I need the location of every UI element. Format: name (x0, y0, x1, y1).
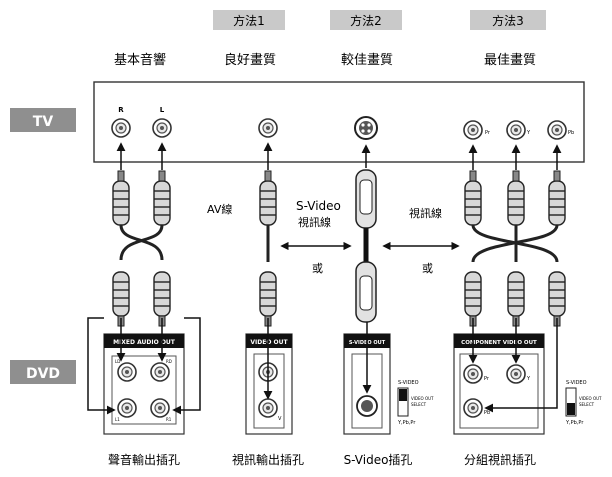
dvd-video-panel: VIDEO OUT V (245, 333, 293, 435)
svg-text:Y: Y (526, 130, 531, 136)
svg-text:MIXED AUDIO OUT: MIXED AUDIO OUT (113, 339, 176, 346)
svg-text:VIDEO OUT: VIDEO OUT (411, 396, 434, 401)
svg-text:Y,Pb,Pr: Y,Pb,Pr (565, 420, 584, 426)
svg-text:SELECT: SELECT (411, 402, 427, 407)
svg-text:COMPONENT VIDEO OUT: COMPONENT VIDEO OUT (461, 340, 537, 346)
audio-cable (112, 170, 171, 327)
svg-text:Pb: Pb (484, 410, 490, 416)
tv-jack-video (258, 118, 278, 138)
tv-jack-r: R (111, 106, 131, 138)
tv-jack-l: L (152, 106, 172, 138)
bottom-label-audio: 聲音輸出插孔 (108, 452, 180, 467)
method-tag-3: 方法3 (470, 10, 546, 30)
or-label-2: 或 (422, 262, 433, 275)
svg-text:TV: TV (33, 114, 54, 130)
basic-audio-label: 基本音響 (114, 52, 166, 68)
dvd-audio-panel: MIXED AUDIO OUT LD RD L1 R1 (103, 333, 185, 435)
component-arrows (468, 318, 558, 413)
svg-text:VIDEO OUT: VIDEO OUT (579, 396, 602, 401)
svg-text:L: L (160, 106, 165, 114)
svg-text:S-VIDEO: S-VIDEO (566, 380, 587, 386)
bottom-label-component: 分組視訊插孔 (464, 452, 536, 467)
svg-text:SELECT: SELECT (579, 402, 595, 407)
svg-text:DVD: DVD (26, 366, 60, 382)
svideo-switch: S-VIDEO VIDEO OUT SELECT Y,Pb,Pr (397, 380, 434, 426)
quality-label-2: 較佳畫質 (341, 53, 393, 68)
svg-text:Pr: Pr (484, 376, 490, 382)
av-cable (259, 170, 277, 327)
dvd-label: DVD (10, 360, 76, 384)
svg-text:LD: LD (115, 359, 120, 364)
tv-jack-svideo (354, 116, 378, 140)
quality-label-1: 良好畫質 (224, 52, 276, 68)
svideo-cable-label-2: 視訊線 (298, 215, 331, 229)
tv-jack-pr: Pr (463, 120, 491, 140)
svg-text:R: R (118, 106, 124, 114)
svideo-cable-label-1: S-Video (296, 199, 341, 213)
method-tag-1: 方法1 (213, 10, 285, 30)
svg-text:方法3: 方法3 (492, 13, 524, 28)
dvd-component-panel: COMPONENT VIDEO OUT Pr Y Pb (453, 333, 545, 435)
svg-text:VIDEO OUT: VIDEO OUT (250, 339, 288, 346)
tv-jack-y: Y (506, 120, 531, 140)
svg-text:Pb: Pb (568, 130, 574, 136)
av-cable-label: AV線 (207, 202, 232, 216)
audio-arrows (87, 317, 201, 415)
svideo-cable (355, 169, 377, 323)
svg-text:方法1: 方法1 (233, 13, 265, 28)
tv-panel (93, 81, 585, 163)
or-label-1: 或 (312, 262, 323, 275)
svg-text:Y: Y (526, 376, 531, 382)
svg-text:方法2: 方法2 (350, 13, 382, 28)
tv-label: TV (10, 108, 76, 132)
svg-text:Y,Pb,Pr: Y,Pb,Pr (397, 420, 416, 426)
component-cable (464, 170, 566, 327)
component-switch: S-VIDEO VIDEO OUT SELECT Y,Pb,Pr (565, 380, 602, 426)
bottom-label-svideo: S-Video插孔 (344, 453, 413, 467)
svg-text:RD: RD (166, 359, 172, 364)
quality-label-3: 最佳畫質 (484, 53, 536, 68)
method-tag-2: 方法2 (330, 10, 402, 30)
svg-text:S-VIDEO: S-VIDEO (398, 380, 419, 386)
bottom-label-video: 視訊輸出插孔 (232, 452, 304, 467)
tv-arrows (116, 142, 562, 170)
svg-text:V: V (278, 416, 282, 422)
video-cable-label: 視訊線 (409, 206, 442, 220)
svg-text:Pr: Pr (485, 130, 491, 136)
svg-text:L1: L1 (115, 417, 120, 422)
svg-text:R1: R1 (166, 417, 172, 422)
tv-jack-pb: Pb (547, 120, 574, 140)
